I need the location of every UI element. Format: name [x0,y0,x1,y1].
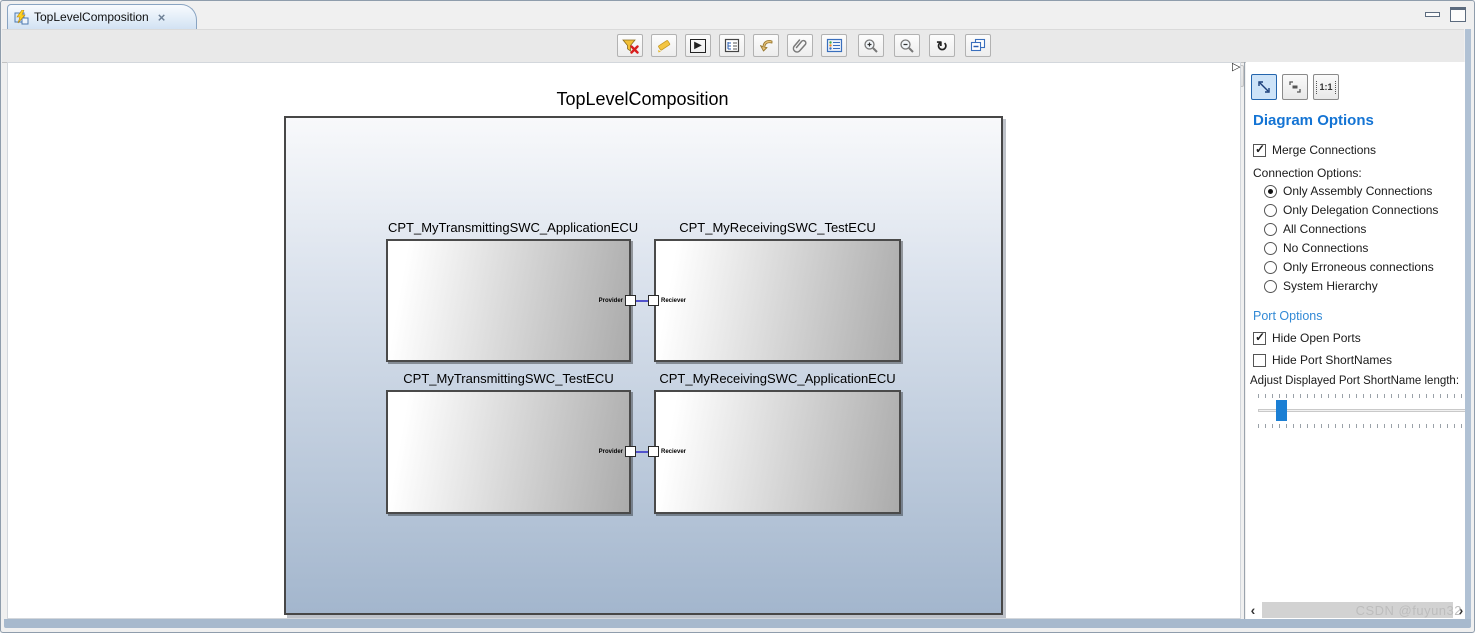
filter-remove-icon [621,39,639,54]
radio-icon[interactable] [1264,222,1277,236]
checkbox-checked-icon[interactable]: ✓ [1253,329,1266,345]
attachment-button[interactable] [787,34,813,57]
radio-no-connections[interactable]: No Connections [1264,241,1368,255]
maximize-icon[interactable] [1450,7,1466,22]
zoom-out-button[interactable] [894,34,920,57]
hide-open-ports-checkbox[interactable]: ✓ Hide Open Ports [1253,329,1361,345]
collapse-diagonal-icon [1289,81,1301,93]
receiver-port[interactable] [648,446,659,457]
port-options-heading: Port Options [1253,309,1323,323]
checkbox-checked-icon[interactable]: ✓ [1253,141,1266,157]
highlighter-icon [658,39,671,52]
radio-only-assembly-connections[interactable]: Only Assembly Connections [1264,184,1432,198]
refresh-button[interactable]: ↻ [929,34,955,57]
refresh-icon: ↻ [936,37,948,54]
link-editor-button[interactable] [753,34,779,57]
zoom-out-icon [900,38,914,53]
outline-view-icon [724,38,740,53]
expand-diagonal-icon [1258,81,1270,93]
assembly-connector[interactable] [630,300,654,302]
top-level-composition-box[interactable] [284,116,1003,615]
component-receiving-testecu[interactable]: CPT_MyReceivingSWC_TestECU [654,220,901,362]
assembly-connector[interactable] [630,451,654,453]
sash-collapse-icon[interactable]: ▷ [1232,61,1241,73]
receiver-port[interactable] [648,295,659,306]
editor-tab[interactable]: TopLevelComposition × [7,4,197,29]
tab-close-icon[interactable]: × [157,9,166,25]
window-frame-right [1465,29,1471,627]
radio-system-hierarchy[interactable]: System Hierarchy [1264,279,1378,293]
window-frame-bottom [4,619,1471,628]
connection-options-label: Connection Options: [1253,166,1362,180]
collapse-windows-icon [970,38,986,52]
provider-port[interactable] [625,295,636,306]
actual-size-button[interactable]: 1:1 [1313,74,1339,100]
radio-only-delegation-connections[interactable]: Only Delegation Connections [1264,203,1438,217]
collapse-diagram-button[interactable] [1282,74,1308,100]
scrollbar-track[interactable] [1262,602,1453,618]
diagram-options-panel: 1:1 Diagram Options ✓ Merge Connections … [1246,62,1468,619]
component-transmitting-applicationecu[interactable]: CPT_MyTransmittingSWC_ApplicationECU [386,220,638,362]
component-receiving-applicationecu[interactable]: CPT_MyReceivingSWC_ApplicationECU [654,371,901,514]
zoom-in-icon [864,38,878,53]
watermark: CSDN @fuyun32 [1355,603,1462,618]
outline-view-button[interactable] [719,34,745,57]
hide-port-shortnames-checkbox[interactable]: Hide Port ShortNames [1253,353,1392,367]
diagram-canvas[interactable]: TopLevelComposition CPT_MyTransmittingSW… [7,62,1241,619]
panel-heading: Diagram Options [1253,112,1374,129]
provider-port[interactable] [625,446,636,457]
port-label-receiver: Reciever [661,449,687,455]
radio-all-connections[interactable]: All Connections [1264,222,1366,236]
one-to-one-icon: 1:1 [1316,80,1336,94]
scroll-left-icon[interactable]: ‹ [1250,602,1256,618]
component-label: CPT_MyTransmittingSWC_TestECU [403,371,614,386]
radio-icon[interactable] [1264,203,1277,217]
radio-icon[interactable] [1264,279,1277,293]
radio-selected-icon[interactable] [1264,184,1277,198]
details-list-icon [826,38,842,53]
details-list-button[interactable] [821,34,847,57]
fit-diagram-button[interactable] [1251,74,1277,100]
minimize-icon[interactable] [1425,12,1440,17]
slider-ticks-top [1258,394,1468,398]
zoom-in-button[interactable] [858,34,884,57]
component-label: CPT_MyTransmittingSWC_ApplicationECU [388,220,639,235]
panel-horizontal-scrollbar[interactable]: ‹ › CSDN @fuyun32 [1246,602,1468,618]
diagram-title: TopLevelComposition [556,89,729,109]
hide-port-shortnames-label: Hide Port ShortNames [1272,353,1393,367]
run-button[interactable]: ▶ [685,34,711,57]
play-icon: ▶ [690,38,706,53]
port-label-receiver: Reciever [661,298,687,304]
composition-icon [14,9,29,24]
tab-title: TopLevelComposition [34,10,149,24]
component-transmitting-testecu[interactable]: CPT_MyTransmittingSWC_TestECU [386,371,631,514]
component-label: CPT_MyReceivingSWC_ApplicationECU [659,371,896,386]
filter-remove-button[interactable] [617,34,643,57]
radio-only-erroneous-connections[interactable]: Only Erroneous connections [1264,260,1434,274]
toolbar: ▶ [2,29,1464,87]
merge-connections-checkbox[interactable]: ✓ Merge Connections [1253,141,1377,157]
port-label-provider: Provider [598,298,623,304]
panel-separator[interactable] [1244,62,1245,619]
shortname-length-slider[interactable] [1258,409,1468,412]
slider-ticks-bottom [1258,424,1468,428]
slider-thumb[interactable] [1276,400,1287,421]
merge-connections-label: Merge Connections [1272,143,1377,157]
collapse-windows-button[interactable] [965,34,991,57]
shortname-length-label: Adjust Displayed Port ShortName length: [1250,375,1460,387]
port-label-provider: Provider [598,449,623,455]
component-label: CPT_MyReceivingSWC_TestECU [679,220,876,235]
curved-arrow-icon [759,40,772,52]
hide-open-ports-label: Hide Open Ports [1272,331,1361,345]
radio-icon[interactable] [1264,260,1277,274]
scroll-right-icon[interactable]: › [1458,602,1464,618]
checkbox-unchecked-icon[interactable] [1253,353,1266,367]
paperclip-icon [792,38,807,53]
highlight-button[interactable] [651,34,677,57]
radio-icon[interactable] [1264,241,1277,255]
